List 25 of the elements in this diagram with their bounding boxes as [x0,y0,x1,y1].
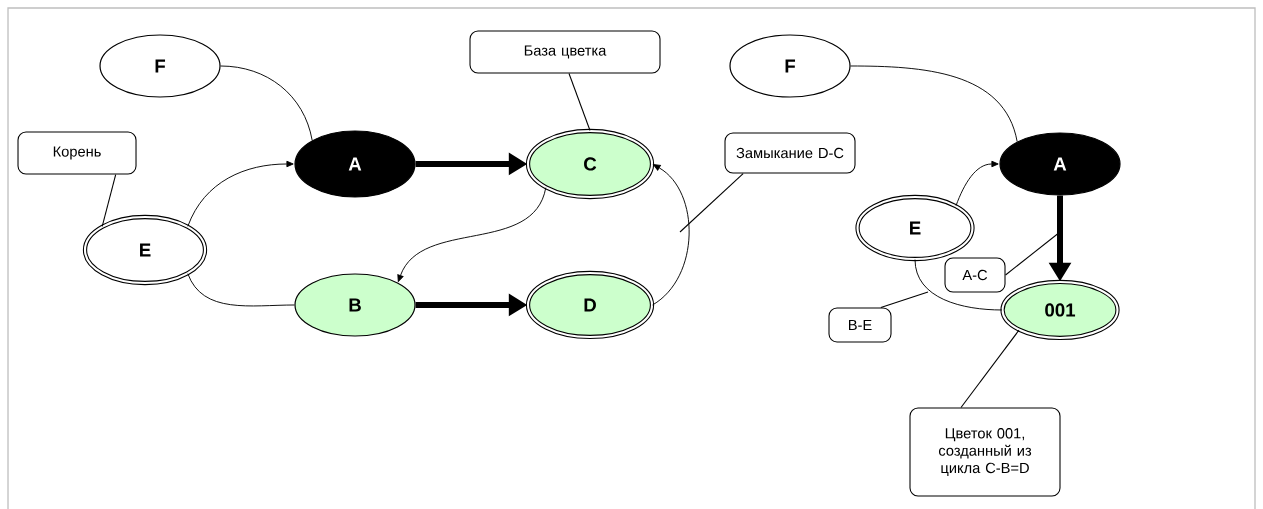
ellipse-node: A [999,132,1121,196]
arrow [187,160,294,227]
double-ellipse-node: 001 [1000,279,1120,341]
ellipse-node: B [294,273,416,337]
callout-bubble: B-E [828,307,892,343]
ellipse-node: F [729,34,851,98]
leader-line [568,73,591,131]
arrow [652,164,690,306]
double-ellipse-node: E [82,214,208,286]
arrow [955,160,999,207]
leader-line [960,329,1020,408]
leader-line [101,174,117,227]
ellipse-node: A [294,130,416,198]
callout-bubble: База цветка [469,30,661,74]
double-ellipse-node: D [525,270,655,340]
leader-line [880,291,929,308]
leader-line [679,173,744,233]
callout-bubble: A-C [944,257,1006,293]
callout-bubble: Цветок 001, созданный из цикла C-B=D [909,407,1061,497]
arrow [397,187,547,282]
double-ellipse-node: C [525,128,655,200]
callout-bubble: Корень [17,131,137,175]
ellipse-node: F [99,34,221,98]
callout-bubble: Замыкание D-C [724,132,856,174]
double-ellipse-node: E [855,194,975,262]
